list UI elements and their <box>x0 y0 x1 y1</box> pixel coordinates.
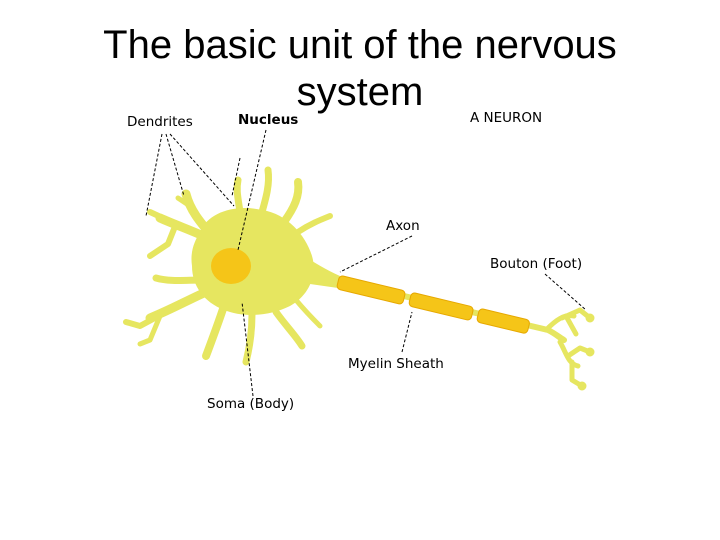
myelin-segment-1 <box>336 275 406 305</box>
bouton-3 <box>577 381 587 391</box>
label-soma: Soma (Body) <box>207 396 295 412</box>
label-bouton: Bouton (Foot) <box>490 256 583 272</box>
soma-shape <box>191 208 314 315</box>
slide-title: The basic unit of the nervous system <box>103 23 617 114</box>
bouton-1 <box>585 313 595 323</box>
terminal-shape <box>543 307 593 389</box>
neuron-shape <box>123 166 595 391</box>
label-axon: Axon <box>386 218 420 234</box>
label-dendrites: Dendrites <box>127 114 193 130</box>
dendrites-shape <box>123 166 333 366</box>
leader-lines <box>145 129 587 397</box>
label-nucleus: Nucleus <box>238 112 299 128</box>
nucleus-shape <box>211 248 251 284</box>
myelin-segments <box>336 275 530 334</box>
label-myelin-sheath: Myelin Sheath <box>348 356 444 372</box>
bouton-2 <box>585 347 595 357</box>
myelin-segment-3 <box>476 308 530 334</box>
axon-hillock <box>296 254 340 288</box>
myelin-segment-2 <box>408 292 474 321</box>
label-a-neuron: A NEURON <box>470 110 543 126</box>
